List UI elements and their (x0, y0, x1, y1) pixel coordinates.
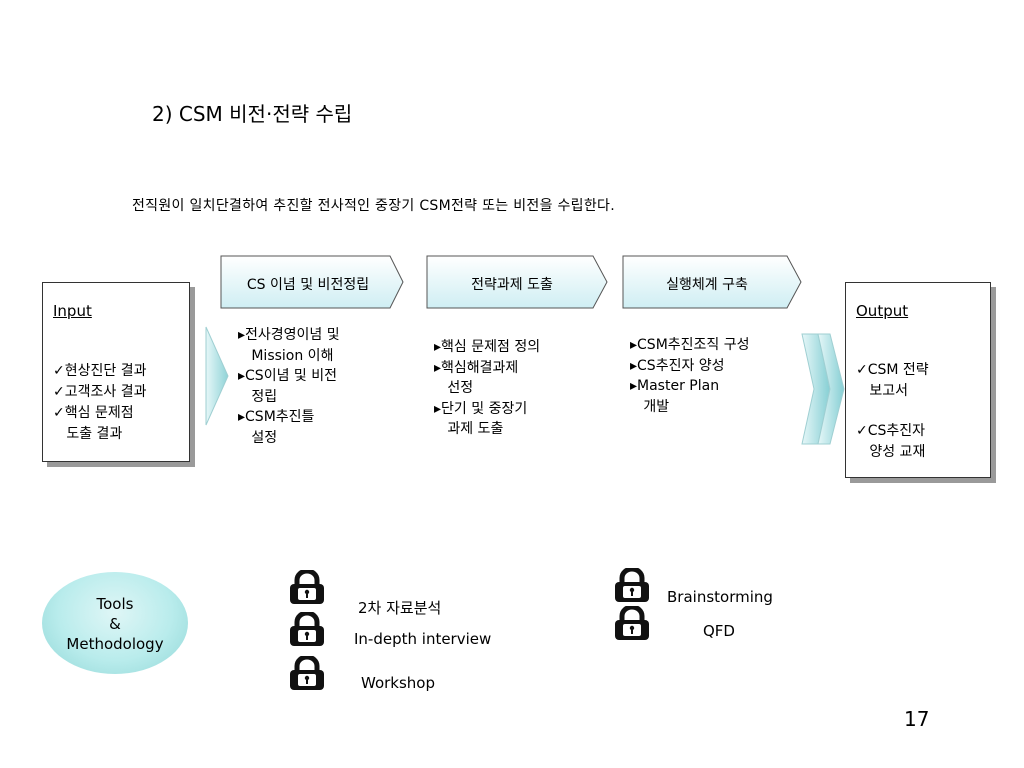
output-item: ✓CS추진자 (856, 423, 926, 439)
list-item: 개발 (630, 398, 670, 415)
output-heading: Output (856, 302, 909, 320)
list-item: ▸Master Plan (630, 378, 720, 394)
lock-icon (290, 570, 324, 604)
stage-2-label: 전략과제 도출 (471, 277, 553, 293)
page-title: 2) CSM 비전·전략 수립 (152, 102, 353, 126)
output-chevron-arrows (801, 333, 845, 445)
list-item: ▸CSM추진조직 구성 (630, 337, 750, 353)
stage-3-shape (622, 255, 802, 309)
list-item: 선정 (434, 380, 474, 396)
list-item: ▸전사경영이념 및 (238, 327, 340, 343)
method-label: Workshop (361, 674, 436, 692)
lock-icon (290, 612, 324, 646)
input-chevron-arrow (205, 326, 229, 426)
description-text: 전직원이 일치단결하여 추진할 전사적인 중장기 CSM전략 또는 비전을 수립… (132, 198, 615, 214)
stage-1-shape (220, 255, 404, 309)
list-item: ▸CS이념 및 비전 (238, 368, 337, 384)
stage-3-label: 실행체계 구축 (666, 277, 748, 293)
output-box: Output ✓CSM 전략 보고서 ✓CS추진자 양성 교재 (845, 282, 991, 478)
stage-1-list: ▸전사경영이념 및 Mission 이해 ▸CS이념 및 비전 정립 ▸CSM추… (238, 325, 340, 448)
list-item: ▸핵심해결과제 (434, 359, 519, 376)
list-item: 설정 (238, 429, 278, 446)
lock-icon (615, 568, 649, 602)
page-number: 17 (904, 707, 930, 731)
input-heading: Input (53, 302, 92, 320)
method-label: QFD (703, 622, 735, 640)
input-item: 도출 결과 (53, 426, 123, 442)
stage-2-list: ▸핵심 문제점 정의 ▸핵심해결과제 선정 ▸단기 및 중장기 과제 도출 (434, 337, 540, 440)
input-box: Input ✓현상진단 결과 ✓고객조사 결과 ✓핵심 문제점 도출 결과 (42, 282, 190, 462)
list-item: ▸단기 및 중장기 (434, 400, 528, 417)
stage-arrows (220, 255, 802, 309)
input-item: ✓핵심 문제점 (53, 405, 134, 421)
stage-2-shape (426, 255, 608, 309)
stage-3-list: ▸CSM추진조직 구성 ▸CS추진자 양성 ▸Master Plan 개발 (630, 335, 750, 417)
method-label: 2차 자료분석 (358, 599, 442, 617)
stage-1-label: CS 이념 및 비전정립 (246, 277, 370, 293)
list-item: ▸CSM추진틀 (238, 409, 315, 425)
list-item: ▸핵심 문제점 정의 (434, 339, 541, 355)
input-list: ✓현상진단 결과 ✓고객조사 결과 ✓핵심 문제점 도출 결과 (53, 361, 146, 445)
method-label: In-depth interview (354, 630, 492, 648)
list-item: Mission 이해 (238, 347, 334, 364)
tools-label-line: & (109, 615, 121, 633)
input-item: ✓고객조사 결과 (53, 384, 147, 400)
output-item: 보고서 (856, 383, 908, 399)
tools-label-line: Tools (96, 595, 134, 613)
list-item: 과제 도출 (434, 421, 504, 437)
output-item: 양성 교재 (856, 444, 926, 460)
output-list: ✓CSM 전략 보고서 ✓CS추진자 양성 교재 (856, 360, 929, 463)
input-item: ✓현상진단 결과 (53, 363, 147, 379)
tools-label-line: Methodology (66, 635, 164, 653)
tools-methodology-label: Tools & Methodology (42, 594, 188, 654)
output-item: ✓CSM 전략 (856, 362, 929, 378)
tools-methodology-ellipse (42, 572, 188, 674)
output-item (856, 402, 929, 421)
lock-icon (290, 656, 324, 690)
method-label: Brainstorming (667, 588, 773, 606)
list-item: 정립 (238, 388, 278, 405)
lock-icon (615, 606, 649, 640)
list-item: ▸CS추진자 양성 (630, 357, 725, 374)
